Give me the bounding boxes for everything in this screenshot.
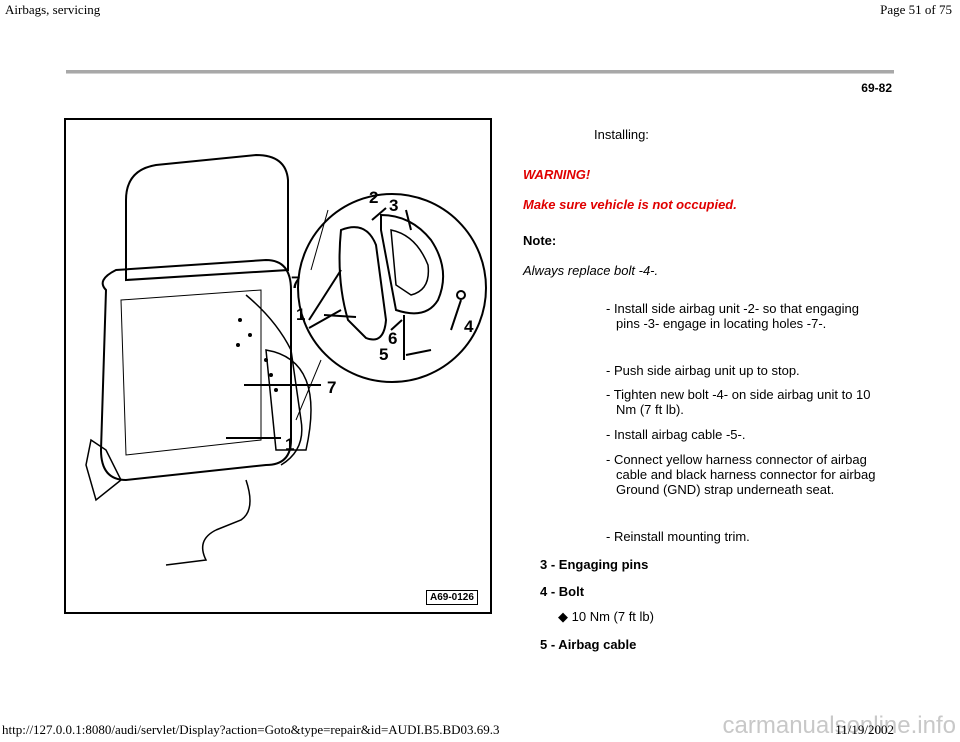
headrest-shape [125,153,289,282]
step-reinstall-trim: - Reinstall mounting trim. [606,529,750,544]
callout-6: 6 [388,329,397,348]
warning-title: WARNING! [523,167,591,182]
step-connect-harness: - Connect yellow harness connector of ai… [606,452,876,497]
watermark: carmanualsonline.info [722,712,956,739]
step-install-side-airbag: - Install side airbag unit -2- so that e… [606,301,859,331]
item-bolt-torque: ◆ 10 Nm (7 ft lb) [558,609,654,625]
page-number: 69-82 [861,81,892,95]
step-push-airbag: - Push side airbag unit up to stop. [606,363,800,378]
callout-4: 4 [464,317,474,336]
footer-url[interactable]: http://127.0.0.1:8080/audi/servlet/Displ… [2,722,500,737]
callout-7-upper: 7 [291,273,300,292]
diamond-bullet-icon: ◆ [558,609,568,624]
step-install-cable: - Install airbag cable -5-. [606,427,746,442]
header-title: Airbags, servicing [5,2,101,17]
note-text: Always replace bolt -4-. [523,263,659,278]
callout-3: 3 [389,196,398,215]
callout-7-lower: 7 [327,378,336,397]
item-engaging-pins: 3 - Engaging pins [540,557,649,572]
note-title: Note: [523,233,557,248]
installing-label: Installing: [594,127,649,142]
figure-id: A69-0126 [426,590,478,605]
callout-2: 2 [369,188,378,207]
callout-1-lower: 1 [285,435,294,454]
warning-text: Make sure vehicle is not occupied. [523,197,737,212]
header-page-indicator: Page 51 of 75 [880,2,952,17]
callout-5: 5 [379,345,388,364]
airbag-installation-figure: 2 3 7 1 6 4 5 7 1 A69-0126 [64,118,492,614]
step-tighten-bolt: - Tighten new bolt -4- on side airbag un… [606,387,871,417]
backrest-shape [99,258,292,482]
item-bolt: 4 - Bolt [540,584,585,599]
item-airbag-cable: 5 - Airbag cable [540,637,637,652]
seat-airbag-drawing: 2 3 7 1 6 4 5 7 1 [85,153,487,566]
callout-1-upper: 1 [296,305,305,324]
footer-date: 11/19/2002 [835,722,894,737]
header-rule [66,70,894,74]
bolt-torque-value: 10 Nm (7 ft lb) [571,609,654,624]
